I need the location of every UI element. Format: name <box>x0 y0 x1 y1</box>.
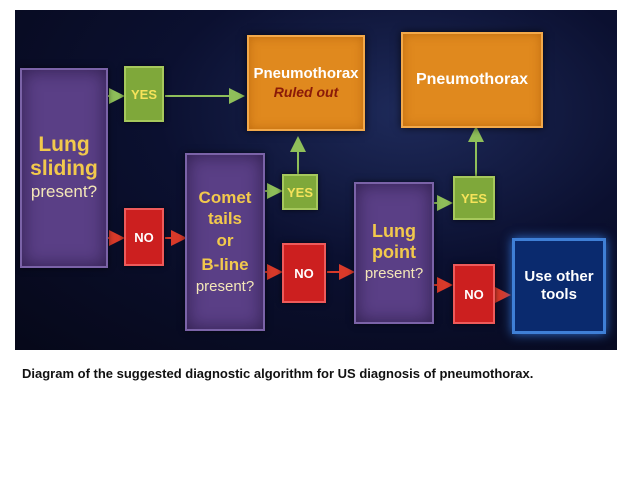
yes-badge-2: YES <box>282 174 318 210</box>
pneumothorax-box: Pneumothorax <box>401 32 543 128</box>
pneumothorax-title: Pneumothorax <box>415 71 528 88</box>
diagram-caption: Diagram of the suggested diagnostic algo… <box>22 366 534 381</box>
lung-point-box: Lung point present? <box>354 182 434 324</box>
ruled-out-title: Pneumothorax <box>253 65 359 82</box>
lung-sliding-line3: present? <box>30 182 98 201</box>
ruled-out-subtitle: Ruled out <box>273 84 339 100</box>
lung-point-line3: present? <box>364 265 424 282</box>
lung-point-line2: point <box>372 242 416 262</box>
lung-sliding-line2: sliding <box>30 157 98 180</box>
comet-line1: Comet <box>198 188 252 207</box>
use-other-tools-box: Use other tools <box>512 238 606 334</box>
lung-sliding-line1: Lung <box>38 133 90 156</box>
diagram-slide: Lung sliding present? YES NO Pneumothora… <box>15 10 617 350</box>
yes-badge-1: YES <box>124 66 164 122</box>
no-badge-1: NO <box>124 208 164 266</box>
pneumothorax-ruled-out-box: Pneumothorax Ruled out <box>247 35 365 131</box>
comet-line4: B-line <box>201 255 249 274</box>
lung-sliding-box: Lung sliding present? <box>20 68 108 268</box>
no-badge-2: NO <box>282 243 326 303</box>
use-other-line2: tools <box>541 286 577 303</box>
comet-line3: or <box>216 231 234 250</box>
yes-badge-3: YES <box>453 176 495 220</box>
use-other-line1: Use other <box>524 268 594 285</box>
comet-line2: tails <box>207 209 243 228</box>
no-badge-3: NO <box>453 264 495 324</box>
comet-line5: present? <box>195 278 255 295</box>
arrows-layer <box>108 88 511 303</box>
lung-point-line1: Lung <box>372 221 416 241</box>
comet-tails-box: Comet tails or B-line present? <box>185 153 265 331</box>
